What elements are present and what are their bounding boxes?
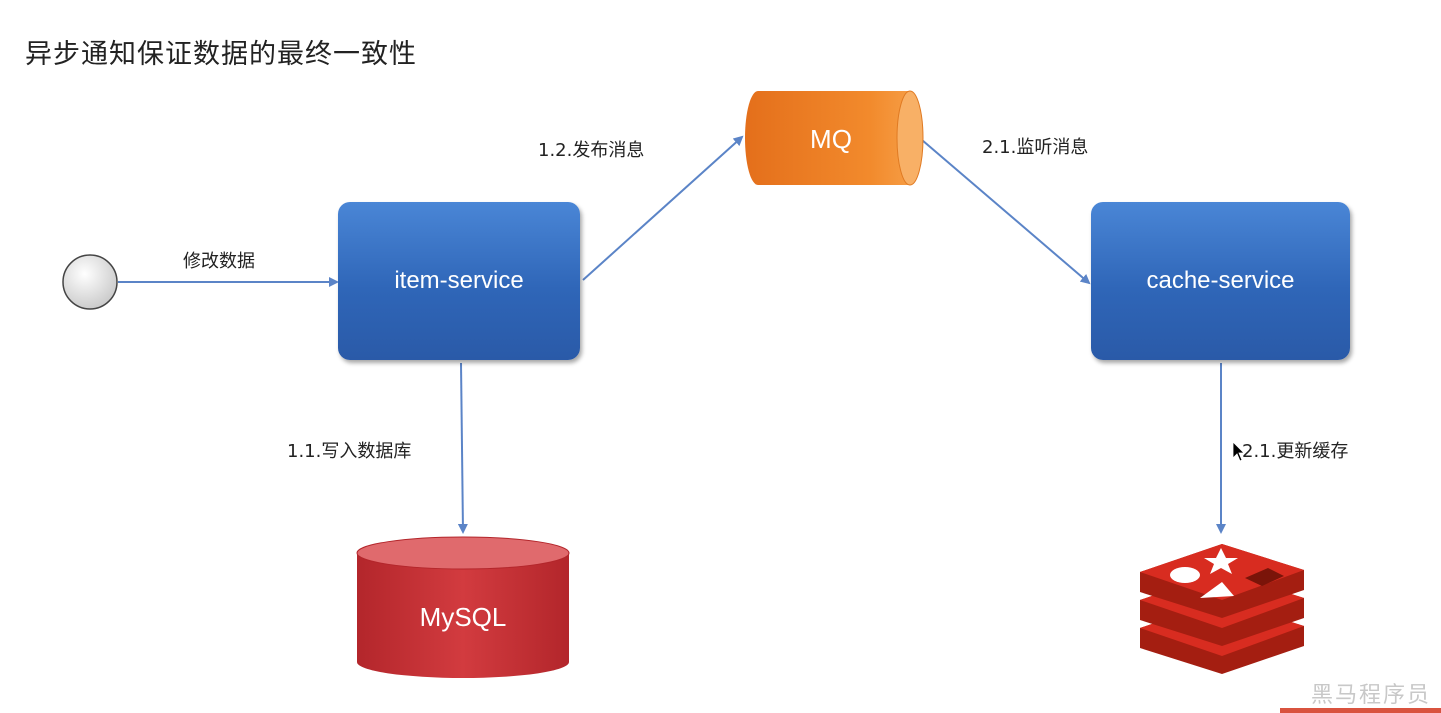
item-service-label: item-service xyxy=(394,267,524,294)
mq-label: MQ xyxy=(810,124,852,154)
publish-message-label: 1.2.发布消息 xyxy=(538,140,645,161)
arrow-publish-message xyxy=(582,135,744,281)
item-service-node: item-service xyxy=(338,202,580,360)
write-db-label: 1.1.写入数据库 xyxy=(287,441,412,462)
start-node-circle xyxy=(62,254,118,310)
arrow-listen-message xyxy=(921,139,1091,285)
redis-logo-ellipse-icon xyxy=(1170,567,1200,583)
mysql-database: MySQL xyxy=(356,536,570,678)
modify-data-label: 修改数据 xyxy=(183,251,255,272)
listen-message-label: 2.1.监听消息 xyxy=(982,137,1089,158)
mysql-label: MySQL xyxy=(420,602,507,632)
bottom-accent-bar xyxy=(1280,708,1441,713)
cache-service-node: cache-service xyxy=(1091,202,1350,360)
arrow-write-db xyxy=(457,362,468,534)
redis-logo-triangle-icon xyxy=(1200,582,1234,598)
watermark-text: 黑马程序员 xyxy=(1310,683,1431,708)
redis-logo-star-icon xyxy=(1204,548,1238,574)
update-cache-label: 2.1.更新缓存 xyxy=(1242,441,1349,462)
mouse-pointer-icon xyxy=(1232,441,1245,462)
redis-logo-cube-icon xyxy=(1245,568,1284,586)
diagram-title: 异步通知保证数据的最终一致性 xyxy=(25,39,417,70)
mq-queue: MQ xyxy=(745,90,924,186)
cache-service-label: cache-service xyxy=(1146,267,1295,294)
redis-logo xyxy=(1140,544,1304,674)
